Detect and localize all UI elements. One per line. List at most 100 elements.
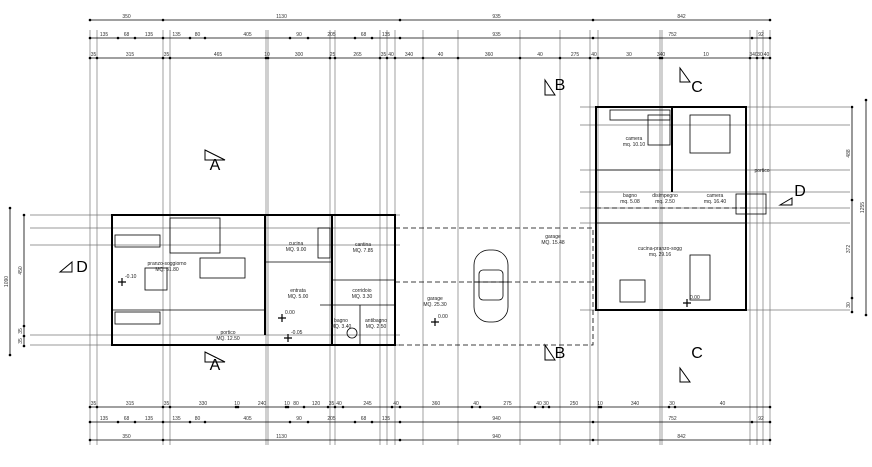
dimension-label: 10 [284, 401, 290, 407]
left-house [111, 214, 396, 346]
dimension-label: 25 [330, 52, 336, 58]
dimension-label: 315 [126, 401, 135, 407]
dimension-label: 35 [381, 52, 387, 58]
room-area: mq. 16.40 [704, 199, 726, 205]
room-area: MQ. 5.00 [288, 294, 309, 300]
room-name: antibagno [365, 318, 387, 324]
dimension-label: 135 [145, 416, 154, 422]
dimension-label: 265 [353, 52, 362, 58]
dimension-tick [188, 36, 192, 40]
dimension-tick [755, 56, 759, 60]
dimension-label: 30 [757, 52, 763, 58]
dimension-tick [761, 56, 765, 60]
dimension-tick [518, 56, 522, 60]
section-arrow-icon [679, 66, 691, 83]
level-label: -0.05 [291, 330, 303, 336]
dimension-tick [88, 18, 92, 22]
dimension-tick [133, 420, 137, 424]
dimension-tick [88, 438, 92, 442]
room-name: pranzo-soggiorno [148, 261, 187, 267]
level-marker-icon [431, 318, 439, 326]
room-area: MQ. 3.30 [352, 294, 373, 300]
section-arrow-icon [58, 260, 73, 273]
dimension-tick [591, 438, 595, 442]
room-area: MQ. 25.30 [423, 302, 447, 308]
dimension-tick [188, 420, 192, 424]
dimension-tick [22, 344, 26, 348]
dimension-label: 752 [668, 32, 677, 38]
room-area: mq. 2.50 [655, 199, 675, 205]
dimension-label: 40 [536, 401, 542, 407]
dimension-label: 135 [145, 32, 154, 38]
dimension-label: 1130 [276, 434, 287, 440]
dimension-label: 350 [122, 14, 131, 20]
garage-outline [394, 227, 594, 346]
dimension-tick [421, 56, 425, 60]
dimension-tick [288, 420, 292, 424]
dimension-tick [558, 56, 562, 60]
dimension-label: 92 [758, 32, 764, 38]
dimension-tick [264, 56, 268, 60]
dimension-label: 135 [382, 32, 391, 38]
dimension-tick [850, 198, 854, 202]
room-name: garage [427, 296, 443, 302]
room-name: bagno [334, 318, 348, 324]
section-label: C [691, 79, 703, 96]
dimension-label: 360 [432, 401, 441, 407]
section-label: A [210, 357, 221, 374]
dimension-tick [8, 353, 12, 357]
room-name: entrata [290, 288, 306, 294]
dimension-label: 30 [543, 401, 549, 407]
dimension-tick [660, 56, 664, 60]
dimension-label: 405 [243, 416, 252, 422]
dimension-label: 40 [764, 52, 770, 58]
dimension-label: 330 [199, 401, 208, 407]
dimension-label: 80 [195, 32, 201, 38]
dimension-label: 30 [846, 302, 852, 308]
room-name: portico [220, 330, 235, 336]
dimension-label: 10 [597, 401, 603, 407]
dimension-label: 300 [295, 52, 304, 58]
dimension-label: 245 [363, 401, 372, 407]
dimension-label: 940 [492, 416, 501, 422]
dimension-tick [341, 405, 345, 409]
dimension-label: 135 [172, 416, 181, 422]
staircase [169, 217, 221, 254]
dimension-tick [161, 438, 165, 442]
dimension-label: 30 [669, 401, 675, 407]
dimension-label: 35 [18, 338, 24, 344]
room-name: cucina-pranzo-sogg [638, 246, 682, 252]
dimension-tick [370, 36, 374, 40]
dimension-tick [353, 420, 357, 424]
level-label: -0.10 [125, 274, 137, 280]
dimension-tick [456, 56, 460, 60]
section-label: D [794, 183, 806, 200]
dimension-tick [398, 36, 402, 40]
dimension-tick [390, 405, 394, 409]
dimension-tick [768, 420, 772, 424]
dimension-tick [748, 56, 752, 60]
dimension-tick [306, 420, 310, 424]
dimension-tick [658, 56, 662, 60]
room-area: mq. 10.10 [623, 142, 645, 148]
dimension-label: 250 [570, 401, 579, 407]
dimension-tick [133, 36, 137, 40]
fireplace [144, 267, 168, 291]
dimension-label: 360 [485, 52, 494, 58]
dimension-tick [116, 420, 120, 424]
car-icon [473, 249, 509, 323]
dimension-tick [168, 405, 172, 409]
dimension-label: 40 [473, 401, 479, 407]
dimension-label: 135 [172, 32, 181, 38]
dimension-tick [385, 56, 389, 60]
level-label: 0.00 [690, 295, 700, 301]
dimension-tick [333, 56, 337, 60]
dimension-label: 205 [327, 32, 336, 38]
section-arrow-icon [544, 343, 556, 361]
sofa [114, 234, 161, 248]
dimension-label: 80 [293, 401, 299, 407]
room-name: bagno [623, 193, 637, 199]
room-name: camera [626, 136, 643, 142]
